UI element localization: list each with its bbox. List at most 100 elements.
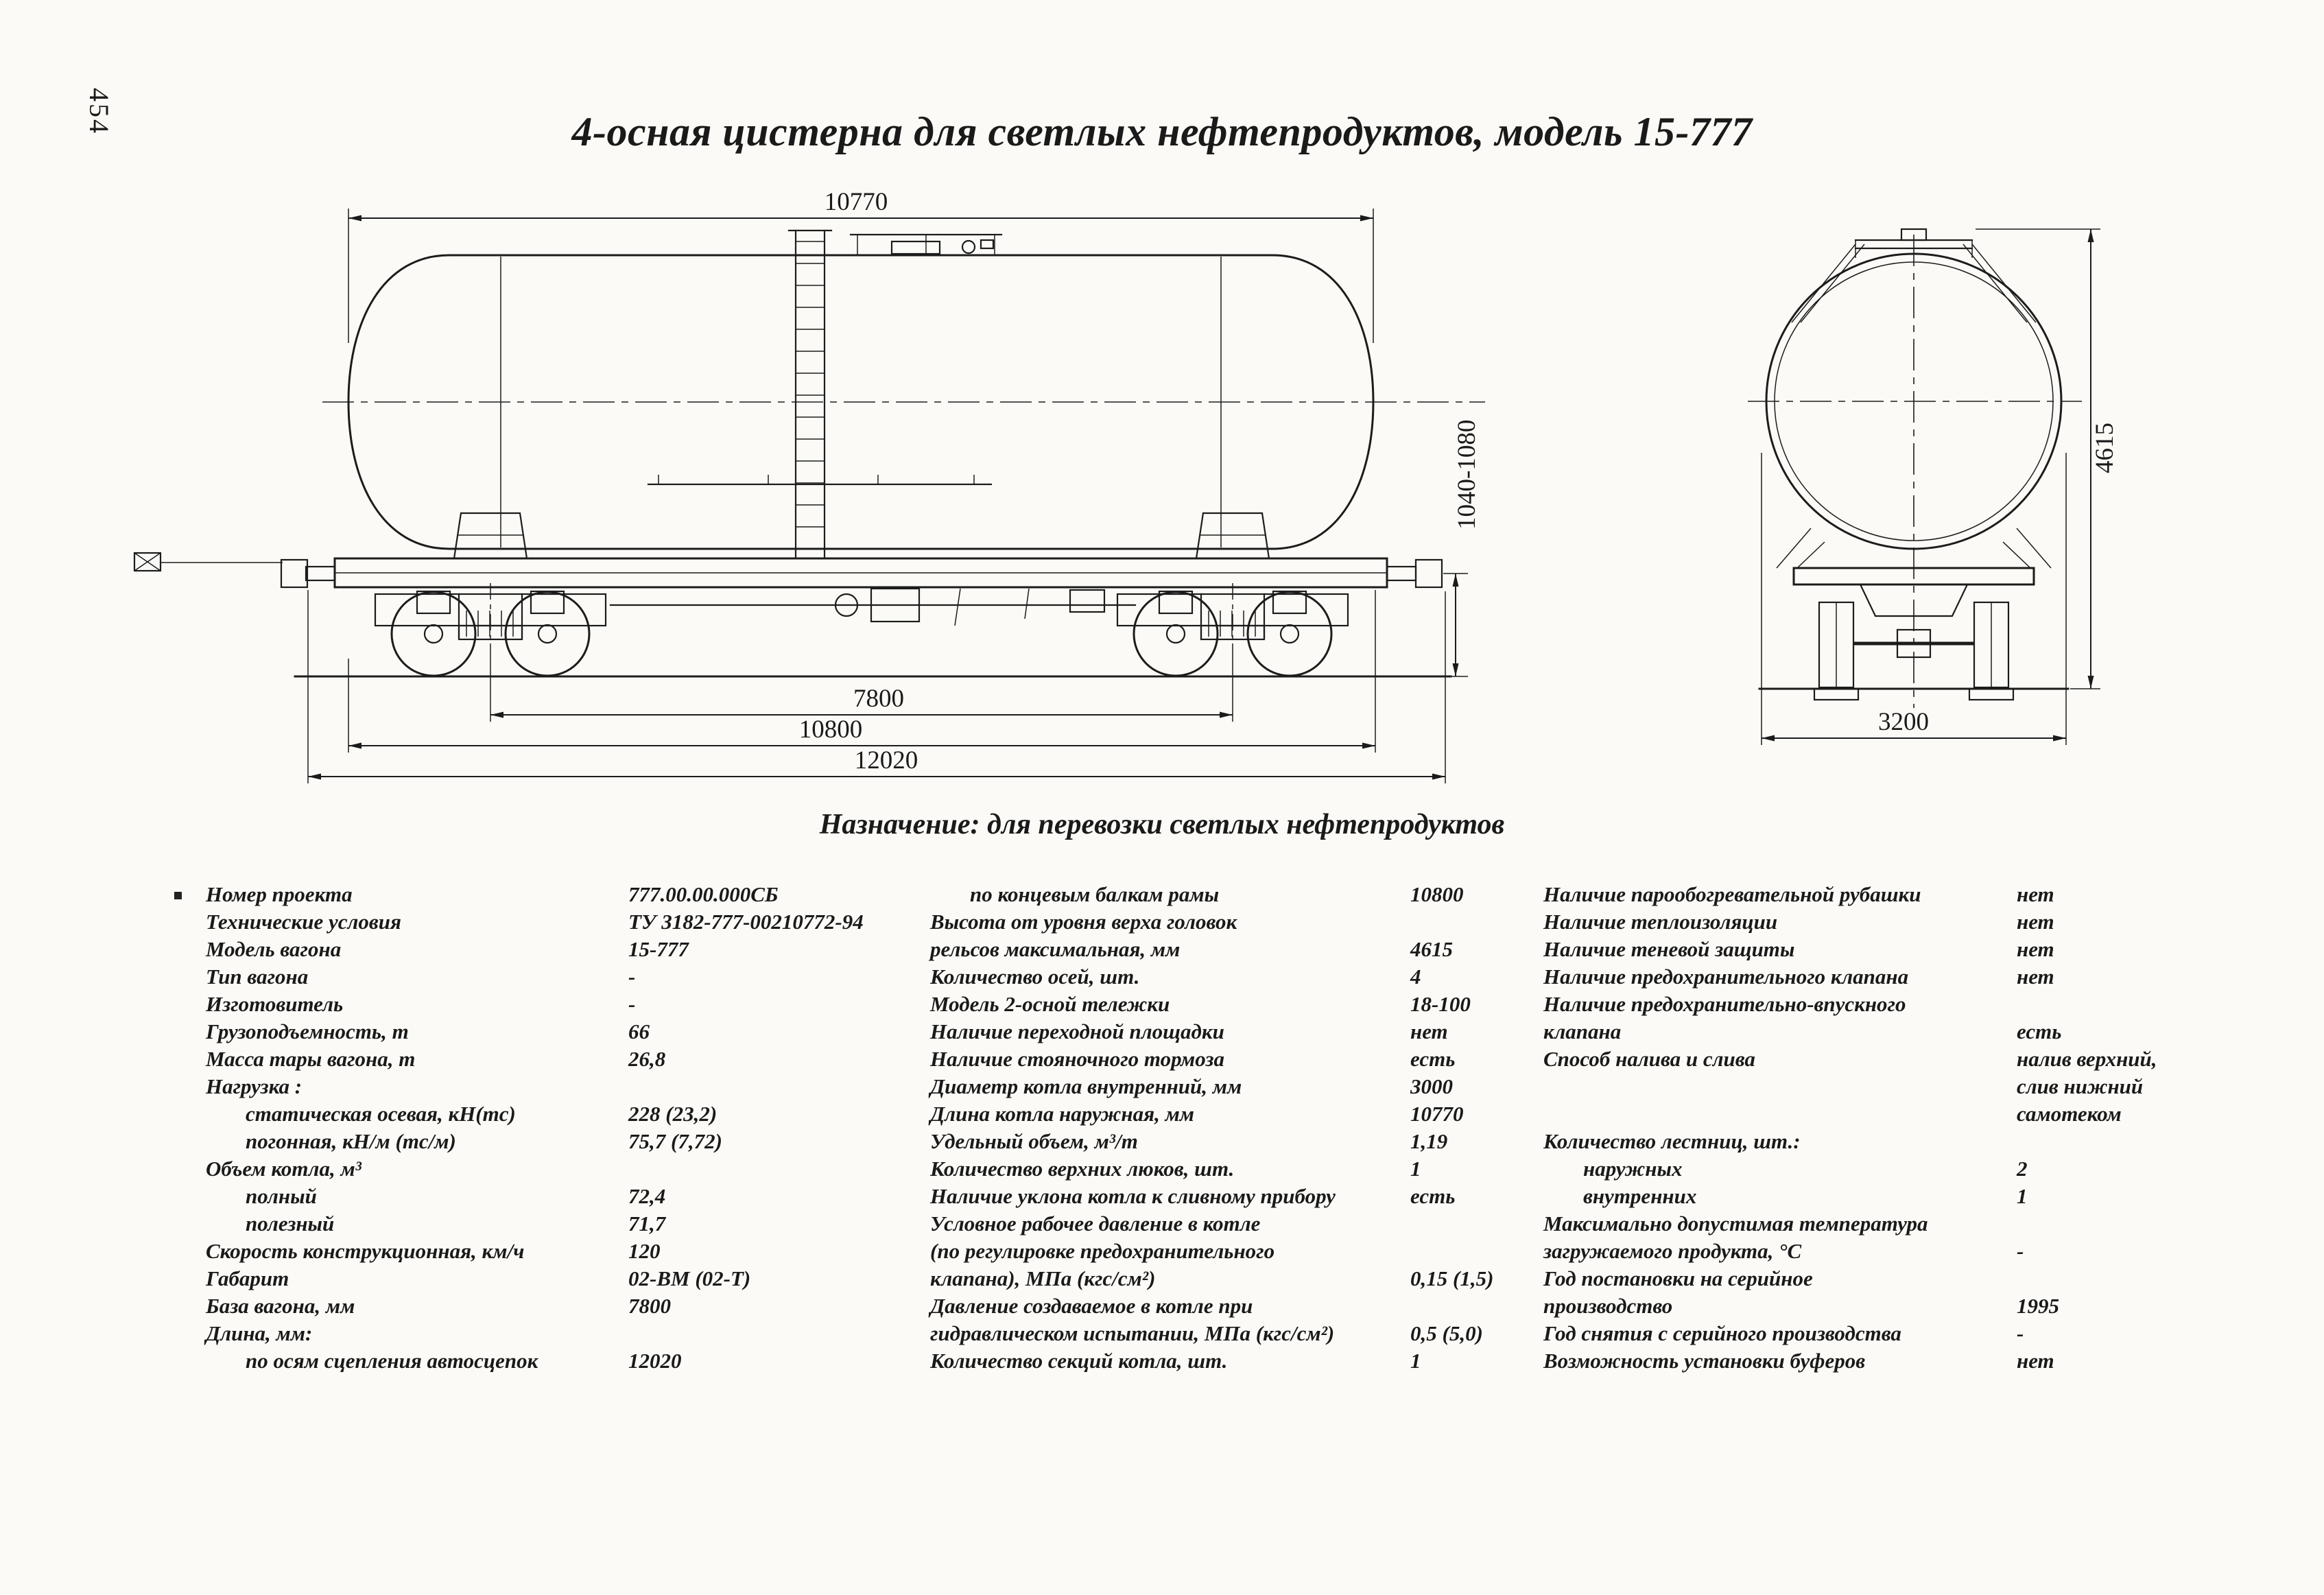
tank-support-left <box>453 512 528 560</box>
spec-label: Наличие уклона котла к сливному прибору <box>930 1184 1336 1208</box>
spec-value: 10800 <box>1410 882 1464 906</box>
spec-label: Удельный объем, м³/т <box>930 1129 1138 1153</box>
uncoupling-lever <box>133 552 283 572</box>
spec-value: 71,7 <box>628 1212 666 1236</box>
spec-value: 26,8 <box>628 1047 666 1071</box>
spec-value: 1995 <box>2017 1294 2059 1318</box>
tank-top-fittings <box>849 233 1003 255</box>
spec-label: Количество верхних люков, шт. <box>930 1157 1235 1181</box>
spec-label: гидравлическом испытании, МПа (кгс/см²) <box>930 1321 1335 1345</box>
spec-value: 18-100 <box>1410 992 1471 1016</box>
spec-row: Тип вагона - <box>206 963 919 991</box>
spec-label: База вагона, мм <box>206 1294 355 1318</box>
spec-row: Год постановки на серийное <box>1543 1265 2319 1292</box>
spec-label: Диаметр котла внутренний, мм <box>930 1074 1242 1098</box>
coupler-left <box>280 558 336 589</box>
spec-value: 120 <box>628 1239 661 1263</box>
spec-label: (по регулировке предохранительного <box>930 1239 1275 1263</box>
spec-value: 1,19 <box>1410 1129 1448 1153</box>
spec-value: 3000 <box>1410 1074 1453 1098</box>
spec-label: Объем котла, м³ <box>206 1157 361 1181</box>
spec-value: нет <box>2017 965 2054 989</box>
dim-coupler-height: 1040-1080 <box>1453 420 1481 530</box>
spec-label: Масса тары вагона, т <box>206 1047 416 1071</box>
spec-label: Тип вагона <box>206 965 309 989</box>
spec-label: рельсов максимальная, мм <box>930 937 1181 961</box>
spec-label: погонная, кН/м (тс/м) <box>246 1129 456 1153</box>
spec-row: Высота от уровня верха головок <box>930 908 1534 936</box>
spec-label: загружаемого продукта, °С <box>1543 1239 1802 1263</box>
dim-frame-length: 10800 <box>799 716 863 744</box>
spec-row: Наличие уклона котла к сливному прибору е… <box>930 1183 1534 1210</box>
page-title: 4-осная цистерна для светлых нефтепродук… <box>571 109 1753 154</box>
spec-value: нет <box>2017 882 2054 906</box>
coupler-right <box>1386 558 1443 589</box>
spec-row: Количество верхних люков, шт. 1 <box>930 1155 1534 1183</box>
spec-label: Возможность установки буферов <box>1543 1349 1866 1373</box>
spec-row: Диаметр котла внутренний, мм 3000 <box>930 1073 1534 1100</box>
spec-row: загружаемого продукта, °С - <box>1543 1238 2319 1265</box>
spec-row: Длина, мм: <box>206 1320 919 1347</box>
spec-value: 75,7 (7,72) <box>628 1129 722 1153</box>
tank-ladder <box>787 229 833 560</box>
tank-support-right <box>1195 512 1270 560</box>
spec-row: Количество осей, шт. 4 <box>930 963 1534 991</box>
spec-row: Условное рабочее давление в котле <box>930 1210 1534 1238</box>
spec-label: Модель вагона <box>206 937 342 961</box>
spec-value: нет <box>2017 937 2054 961</box>
spec-label: внутренних <box>1583 1184 1697 1208</box>
spec-row: Изготовитель- <box>206 991 919 1018</box>
spec-value: - <box>628 992 636 1016</box>
spec-value: 66 <box>628 1019 650 1043</box>
spec-row: клапана), МПа (кгс/см²)0,15 (1,5) <box>930 1265 1534 1292</box>
spec-label: клапана <box>1543 1019 1622 1043</box>
spec-label: Наличие предохранительного клапана <box>1543 965 1909 989</box>
spec-row: Давление создаваемое в котле при <box>930 1292 1534 1320</box>
spec-value: 0,5 (5,0) <box>1410 1321 1483 1345</box>
spec-value: 10770 <box>1410 1102 1464 1126</box>
spec-value: слив нижний <box>2017 1074 2144 1098</box>
spec-value: - <box>628 965 636 989</box>
end-wheelset <box>1818 601 2010 689</box>
spec-value: 1 <box>1410 1157 1421 1181</box>
spec-row: (по регулировке предохранительного <box>930 1238 1534 1265</box>
spec-value: есть <box>1410 1184 1456 1208</box>
spec-row: Количество лестниц, шт.: <box>1543 1128 2319 1155</box>
spec-label: полезный <box>246 1212 335 1236</box>
spec-row: Наличие предохранительно-впускного <box>1543 991 2319 1018</box>
spec-value: 12020 <box>628 1349 682 1373</box>
spec-value: нет <box>2017 910 2054 934</box>
spec-label: Год постановки на серийное <box>1543 1266 1813 1290</box>
spec-label: Высота от уровня верха головок <box>930 910 1237 934</box>
spec-label: Количество осей, шт. <box>930 965 1140 989</box>
spec-value: 0,15 (1,5) <box>1410 1266 1494 1290</box>
spec-row: Год снятия с серийного производства- <box>1543 1320 2319 1347</box>
spec-value: 4 <box>1410 965 1421 989</box>
spec-label: Количество секций котла, шт. <box>930 1349 1228 1373</box>
spec-row: Нагрузка : <box>206 1073 919 1100</box>
spec-row: полезный 71,7 <box>206 1210 919 1238</box>
spec-row: статическая осевая, кН(тс)228 (23,2) <box>206 1100 919 1128</box>
dim-body-width: 3200 <box>1878 708 1929 736</box>
spec-label: Наличие теневой защиты <box>1543 937 1795 961</box>
spec-label: Способ налива и слива <box>1543 1047 1755 1071</box>
spec-row: Максимально допустимая температура <box>1543 1210 2319 1238</box>
spec-row: Удельный объем, м³/т 1,19 <box>930 1128 1534 1155</box>
spec-label: статическая осевая, кН(тс) <box>246 1102 516 1126</box>
spec-value: 7800 <box>628 1294 671 1318</box>
spec-value: - <box>2017 1239 2024 1263</box>
